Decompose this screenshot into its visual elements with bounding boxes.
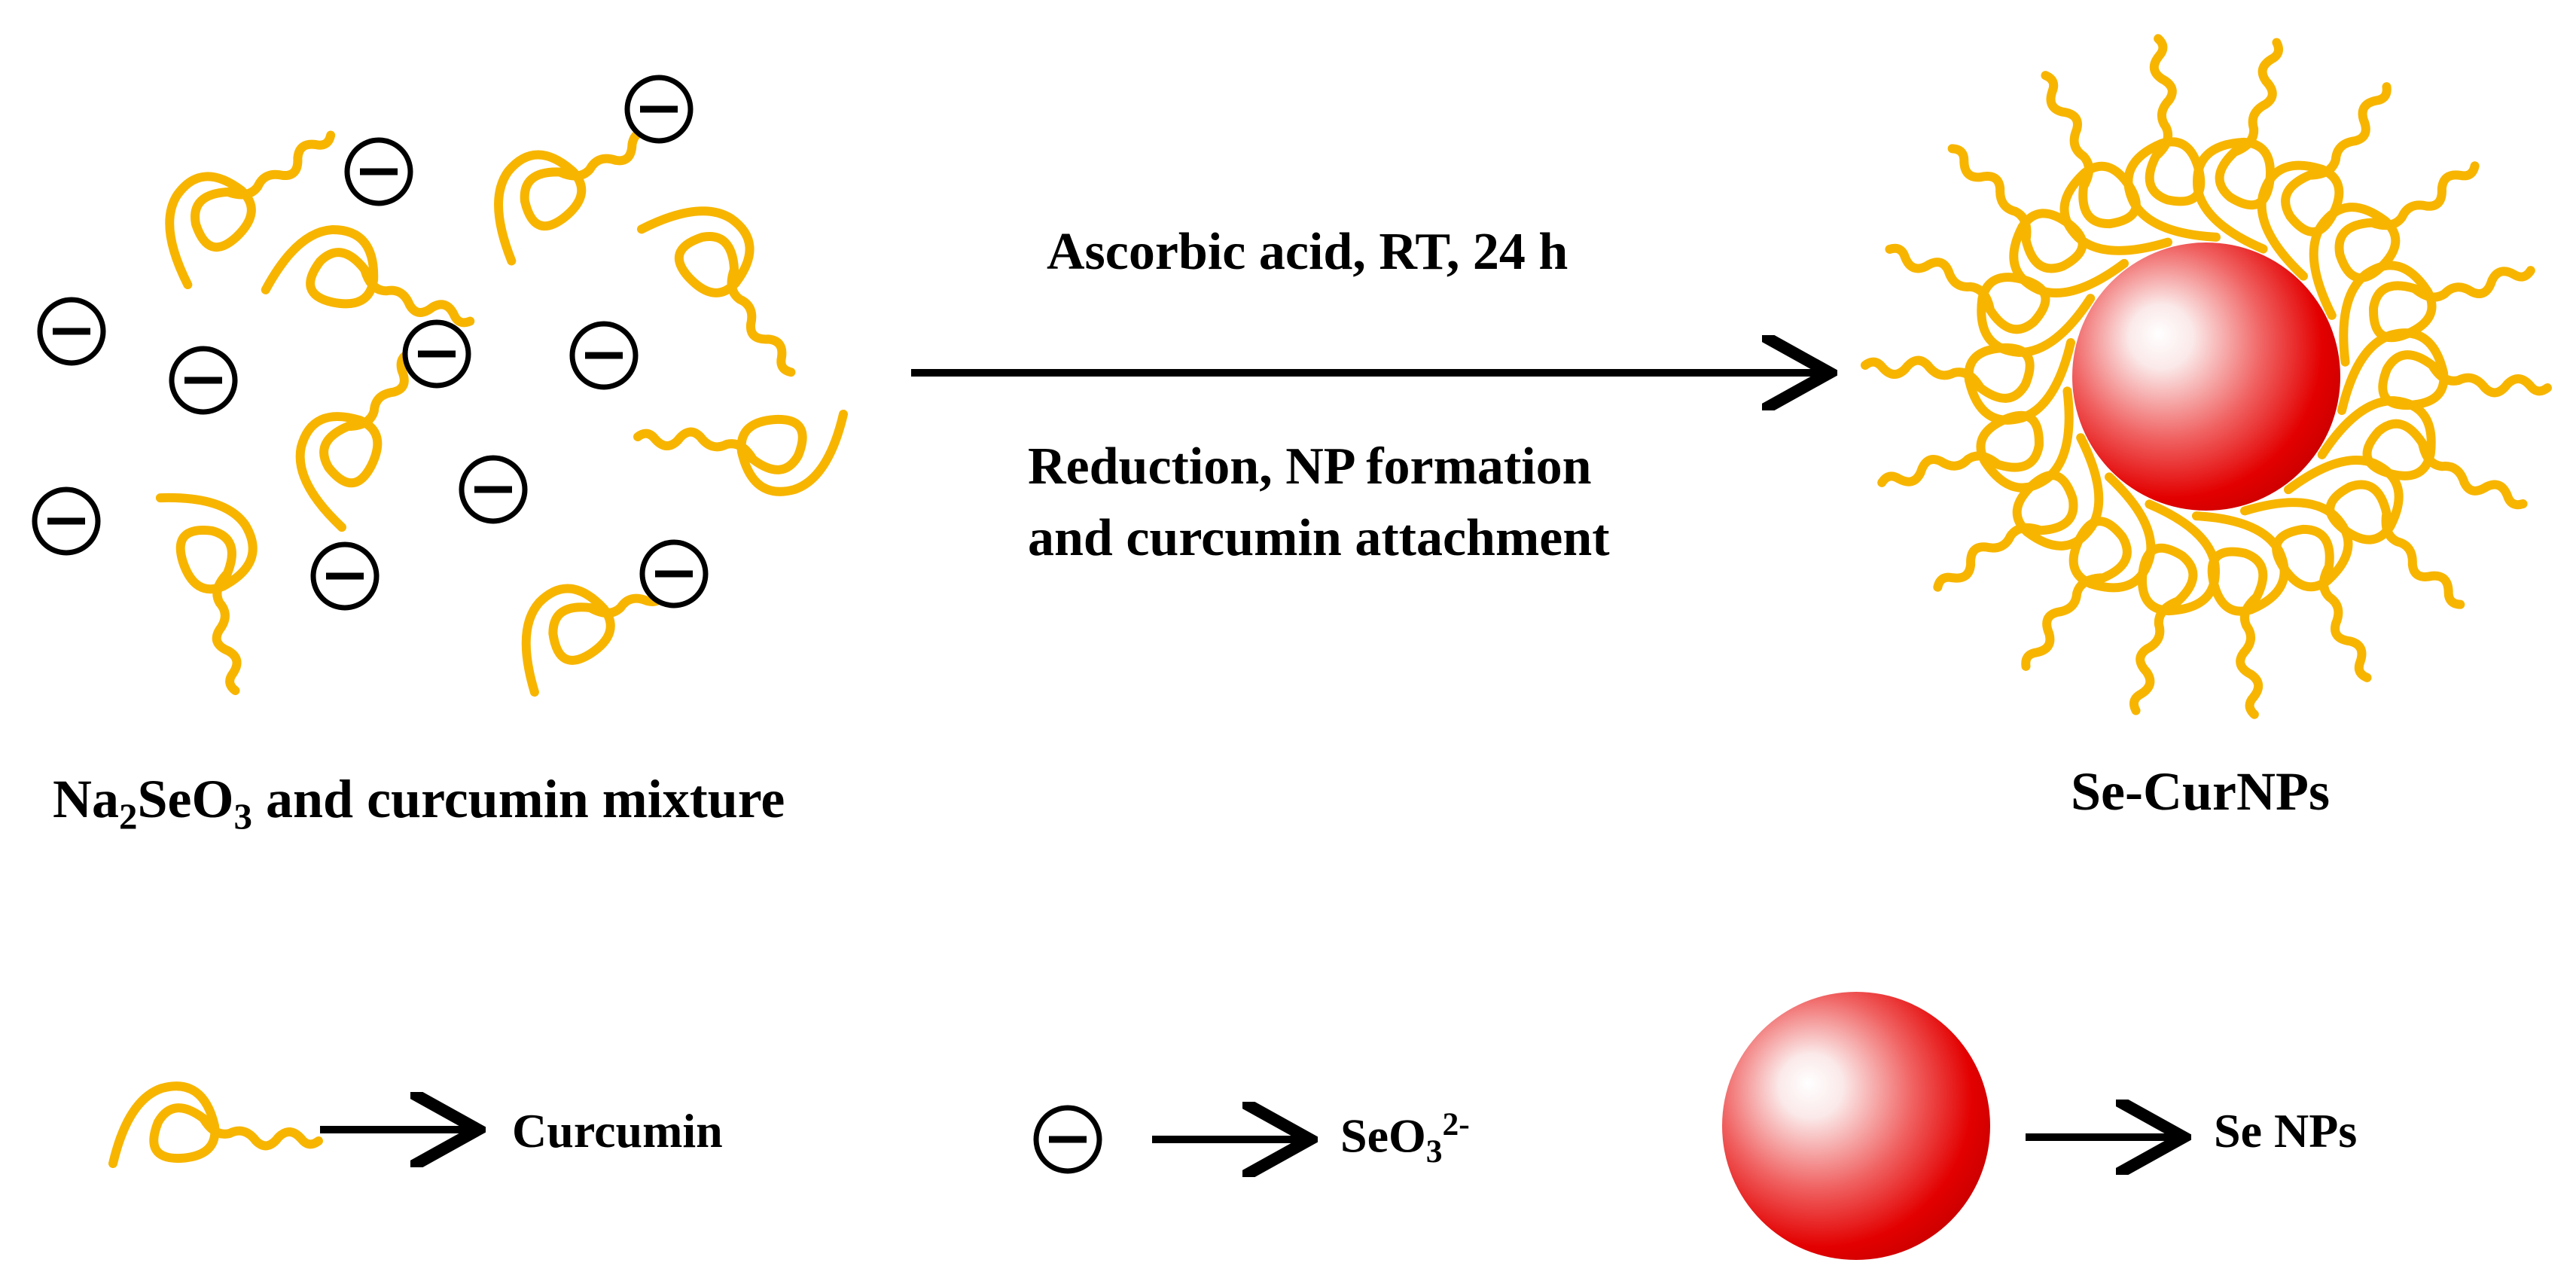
shell-curcumin-icon	[2342, 333, 2547, 410]
shell-curcumin-icon	[1865, 343, 2071, 420]
reaction-condition-top: Ascorbic acid, RT, 24 h	[1047, 223, 1568, 281]
reaction-condition-bottom-line1: Reduction, NP formation	[1028, 438, 1592, 496]
legend-curcumin-label: Curcumin	[512, 1104, 723, 1158]
legend-selenite-icon	[1036, 1108, 1099, 1171]
curcumin-icon	[138, 93, 345, 285]
selenite-ion-icon	[627, 78, 690, 141]
selenite-ion-icon	[642, 542, 706, 605]
curcumin-icon	[642, 179, 833, 386]
selenium-core-sphere	[2072, 242, 2340, 511]
shell-curcumin-icon	[2187, 33, 2299, 249]
reaction-condition-bottom-line2: and curcumin attachment	[1028, 509, 1610, 567]
selenite-ion-icon	[462, 458, 525, 521]
selenite-ion-icon	[172, 349, 235, 412]
reactant-mixture	[35, 78, 843, 697]
shell-curcumin-icon	[1917, 131, 2124, 322]
legend-senps-label: Se NPs	[2214, 1104, 2358, 1158]
selenite-ion-icon	[35, 490, 98, 553]
legend-curcumin-icon	[113, 1086, 319, 1164]
reactant-label: Na2SeO3 and curcumin mixture	[53, 769, 785, 837]
legend-selenite-label: SeO32-	[1340, 1106, 1470, 1170]
curcumin-icon	[160, 477, 288, 696]
legend	[113, 992, 2176, 1260]
product-label: Se-CurNPs	[2071, 761, 2330, 822]
product-nanoparticle	[1865, 33, 2547, 720]
curcumin-icon	[638, 414, 843, 492]
selenite-ion-icon	[313, 544, 376, 608]
selenite-ion-icon	[572, 324, 636, 387]
selenite-ion-icon	[405, 322, 468, 386]
legend-senps-sphere	[1722, 992, 1990, 1260]
selenite-ion-icon	[40, 300, 103, 363]
shell-curcumin-icon	[2288, 430, 2495, 621]
selenite-ion-icon	[347, 140, 410, 203]
shell-curcumin-icon	[2114, 504, 2226, 720]
